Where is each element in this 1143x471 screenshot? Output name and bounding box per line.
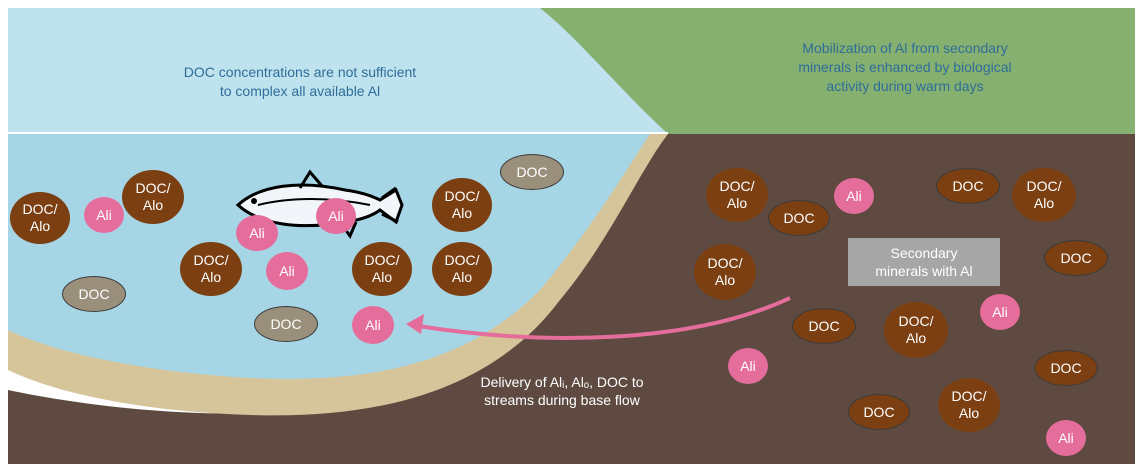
complex-label-top: DOC/ bbox=[951, 388, 987, 404]
ali-label: Ali bbox=[365, 316, 381, 333]
doc-label: DOC bbox=[1060, 249, 1092, 266]
ali-particle: Ali bbox=[236, 215, 278, 251]
complex-label-top: DOC/ bbox=[135, 180, 171, 196]
doc-particle: DOC bbox=[792, 308, 856, 344]
doc-al-complex: DOC/Alo bbox=[884, 302, 948, 358]
doc-label: DOC bbox=[1050, 359, 1082, 376]
ali-label: Ali bbox=[279, 262, 295, 279]
delivery-arrow bbox=[406, 296, 791, 340]
sky-area bbox=[8, 8, 668, 132]
complex-label-bottom: Alo bbox=[371, 269, 393, 285]
complex-label-bottom: Alo bbox=[1033, 195, 1055, 211]
complex-label-bottom: Alo bbox=[29, 218, 51, 234]
doc-label: DOC bbox=[863, 403, 895, 420]
doc-al-complex: DOC/Alo bbox=[352, 242, 412, 296]
doc-particle: DOC bbox=[62, 276, 126, 312]
secondary-minerals-line1: Secondary bbox=[890, 245, 958, 261]
ali-particle: Ali bbox=[266, 252, 308, 290]
delivery-caption: Delivery of Alᵢ, Alₒ, DOC to streams dur… bbox=[462, 373, 662, 409]
right-caption-line1: Mobilization of Al from secondary bbox=[802, 40, 1008, 56]
soil-area bbox=[8, 134, 1135, 464]
doc-al-complex: DOC/Alo bbox=[180, 242, 242, 296]
complex-label-bottom: Alo bbox=[714, 272, 736, 288]
doc-al-complex: DOC/Alo bbox=[938, 378, 1000, 432]
complex-label-bottom: Alo bbox=[142, 197, 164, 213]
complex-label-bottom: Alo bbox=[958, 405, 980, 421]
right-caption-line3: activity during warm days bbox=[826, 78, 984, 94]
secondary-minerals-line2: minerals with Al bbox=[875, 263, 973, 279]
left-caption-line2: to complex all available Al bbox=[219, 83, 381, 99]
doc-al-complex: DOC/Alo bbox=[694, 244, 756, 300]
ali-label: Ali bbox=[992, 303, 1008, 320]
complex-label-top: DOC/ bbox=[898, 313, 934, 329]
doc-al-complex: DOC/Alo bbox=[10, 192, 70, 244]
complex-label-top: DOC/ bbox=[719, 178, 755, 194]
complex-label-bottom: Alo bbox=[905, 330, 927, 346]
doc-al-complex: DOC/Alo bbox=[1012, 168, 1076, 222]
doc-label: DOC bbox=[808, 317, 840, 334]
doc-al-complex: DOC/Alo bbox=[706, 168, 768, 222]
grass-area bbox=[540, 8, 1135, 134]
right-caption-line2: minerals is enhanced by biological bbox=[798, 59, 1012, 75]
ali-particle: Ali bbox=[834, 178, 874, 214]
doc-al-complex: DOC/Alo bbox=[432, 242, 492, 296]
ali-particle: Ali bbox=[1046, 420, 1086, 456]
complex-label-top: DOC/ bbox=[1026, 178, 1062, 194]
delivery-caption-line2: streams during base flow bbox=[484, 392, 640, 408]
complex-label-top: DOC/ bbox=[364, 252, 400, 268]
complex-label-top: DOC/ bbox=[193, 252, 229, 268]
doc-particle: DOC bbox=[936, 168, 1000, 204]
secondary-minerals-box: Secondary minerals with Al bbox=[848, 238, 1000, 286]
complex-label-bottom: Alo bbox=[726, 195, 748, 211]
doc-label: DOC bbox=[78, 285, 110, 302]
complex-label-bottom: Alo bbox=[200, 269, 222, 285]
doc-label: DOC bbox=[783, 209, 815, 226]
ali-particle: Ali bbox=[728, 348, 768, 384]
doc-particle: DOC bbox=[848, 394, 910, 430]
left-caption: DOC concentrations are not sufficient to… bbox=[120, 63, 480, 101]
complex-label-bottom: Alo bbox=[451, 269, 473, 285]
doc-al-complex: DOC/Alo bbox=[122, 170, 184, 224]
complex-label-top: DOC/ bbox=[707, 255, 743, 271]
ali-label: Ali bbox=[846, 187, 862, 204]
doc-particle: DOC bbox=[254, 306, 318, 342]
right-caption: Mobilization of Al from secondary minera… bbox=[750, 39, 1060, 96]
ali-label: Ali bbox=[96, 206, 112, 223]
complex-label-top: DOC/ bbox=[444, 188, 480, 204]
complex-label-bottom: Alo bbox=[451, 205, 473, 221]
delivery-caption-line1: Delivery of Alᵢ, Alₒ, DOC to bbox=[480, 374, 644, 390]
doc-particle: DOC bbox=[768, 200, 830, 236]
complex-label-top: DOC/ bbox=[22, 201, 58, 217]
left-caption-line1: DOC concentrations are not sufficient bbox=[183, 64, 417, 80]
doc-particle: DOC bbox=[1044, 240, 1108, 276]
doc-particle: DOC bbox=[1034, 350, 1098, 386]
ali-label: Ali bbox=[249, 224, 265, 241]
ali-particle: Ali bbox=[352, 306, 394, 344]
ali-label: Ali bbox=[328, 207, 344, 224]
doc-label: DOC bbox=[270, 315, 302, 332]
ali-label: Ali bbox=[1058, 429, 1074, 446]
ali-particle: Ali bbox=[980, 294, 1020, 330]
doc-label: DOC bbox=[952, 177, 984, 194]
doc-label: DOC bbox=[516, 163, 548, 180]
doc-particle: DOC bbox=[500, 154, 564, 190]
doc-al-complex: DOC/Alo bbox=[432, 178, 492, 232]
ali-particle: Ali bbox=[316, 198, 356, 234]
complex-label-top: DOC/ bbox=[444, 252, 480, 268]
ali-particle: Ali bbox=[84, 197, 124, 233]
ali-label: Ali bbox=[740, 357, 756, 374]
